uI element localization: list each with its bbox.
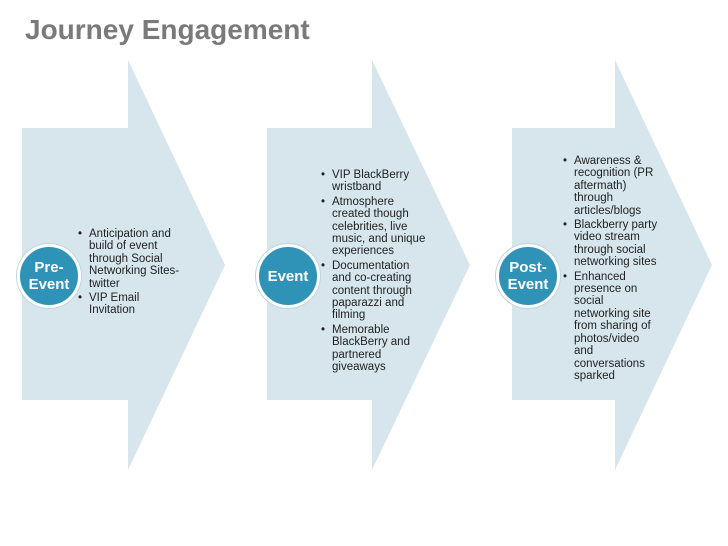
- stage-bullets-event: VIP BlackBerry wristband Atmosphere crea…: [321, 169, 426, 376]
- bullet-item: VIP BlackBerry wristband: [321, 169, 426, 194]
- bullet-item: Blackberry party video stream through so…: [563, 219, 661, 269]
- stage-bullets-post-event: Awareness & recognition (PR aftermath) t…: [563, 155, 661, 384]
- bullet-item: VIP Email Invitation: [78, 292, 188, 317]
- bullet-item: Anticipation and build of event through …: [78, 228, 188, 290]
- page-title: Journey Engagement: [25, 14, 310, 45]
- stage-label-pre-event: Pre- Event: [28, 259, 70, 293]
- bullet-item: Enhanced presence on social networking s…: [563, 271, 661, 383]
- stage-circle-post-event: Post- Event: [496, 244, 560, 308]
- stage-label-event: Event: [267, 267, 309, 285]
- bullet-item: Atmosphere created though celebrities, l…: [321, 196, 426, 258]
- stage-bullets-pre-event: Anticipation and build of event through …: [78, 228, 188, 319]
- stage-label-post-event: Post- Event: [507, 259, 549, 293]
- bullet-item: Awareness & recognition (PR aftermath) t…: [563, 155, 661, 217]
- stage-circle-event: Event: [256, 244, 320, 308]
- bullet-item: Memorable BlackBerry and partnered givea…: [321, 324, 426, 374]
- bullet-item: Documentation and co-creating content th…: [321, 260, 426, 322]
- stage-circle-pre-event: Pre- Event: [17, 244, 81, 308]
